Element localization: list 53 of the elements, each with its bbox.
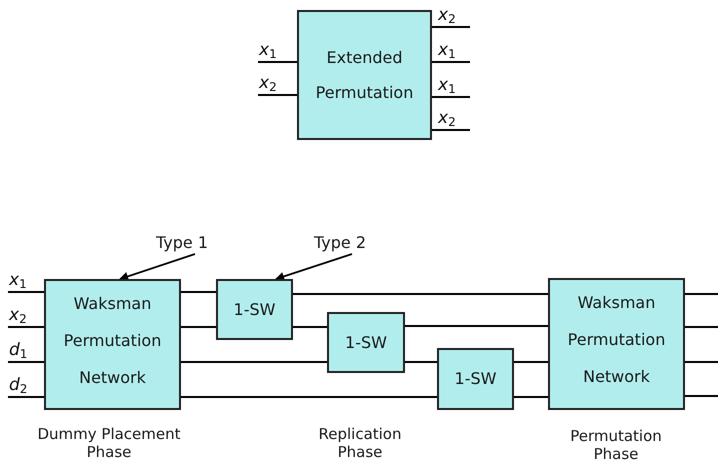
- signal-wire: [405, 361, 437, 363]
- signal-label: x$_{2}$: [438, 108, 456, 131]
- signal-label: x$_{2}$: [438, 5, 456, 28]
- signal-wire: [8, 291, 44, 293]
- block-label: 1-SW: [345, 332, 387, 352]
- signal-wire: [405, 325, 548, 327]
- leader-arrow: [275, 253, 352, 281]
- signal-wire: [258, 94, 297, 96]
- signal-wire: [8, 326, 44, 328]
- signal-wire: [8, 361, 44, 363]
- signal-wire: [293, 293, 548, 295]
- block-box: [548, 278, 685, 410]
- signal-wire: [8, 396, 44, 398]
- block-box: [327, 312, 405, 373]
- signal-wire: [181, 326, 216, 328]
- signal-label: x$_{2}$: [259, 73, 277, 96]
- signal-label: d$_{2}$: [9, 375, 28, 398]
- block-box: [297, 10, 432, 140]
- signal-wire: [432, 61, 470, 63]
- signal-wire: [181, 291, 216, 293]
- signal-wire: [293, 326, 327, 328]
- block-label: 1-SW: [234, 300, 276, 320]
- signal-wire: [258, 61, 297, 63]
- signal-wire: [432, 96, 470, 98]
- signal-wire: [685, 293, 718, 295]
- block-label: Extended Permutation: [314, 47, 414, 104]
- signal-wire: [432, 26, 470, 28]
- signal-label: x$_{2}$: [9, 305, 27, 328]
- signal-wire: [181, 361, 327, 363]
- callout-text: Type 2: [314, 232, 366, 254]
- phase-caption: Dummy Placement Phase: [36, 425, 182, 461]
- block-label: 1-SW: [454, 369, 496, 389]
- leader-arrow: [119, 253, 196, 281]
- block-label: Waksman Permutation Network: [62, 293, 162, 389]
- signal-label: x$_{1}$: [438, 40, 456, 63]
- block-box: [437, 348, 514, 410]
- signal-wire: [181, 396, 437, 398]
- phase-caption: Permutation Phase: [569, 427, 663, 463]
- signal-wire: [514, 396, 548, 398]
- phase-caption: Replication Phase: [317, 425, 402, 461]
- signal-label: x$_{1}$: [259, 40, 277, 63]
- block-box: [44, 279, 181, 410]
- signal-label: x$_{1}$: [9, 270, 27, 293]
- block-label: Waksman Permutation Network: [566, 292, 666, 388]
- signal-wire: [685, 361, 718, 363]
- signal-wire: [685, 395, 718, 397]
- signal-label: x$_{1}$: [438, 75, 456, 98]
- signal-label: d$_{1}$: [9, 340, 28, 363]
- signal-wire: [432, 129, 470, 131]
- signal-wire: [685, 326, 718, 328]
- block-box: [216, 279, 293, 340]
- signal-wire: [514, 361, 548, 363]
- callout-text: Type 1: [156, 232, 208, 254]
